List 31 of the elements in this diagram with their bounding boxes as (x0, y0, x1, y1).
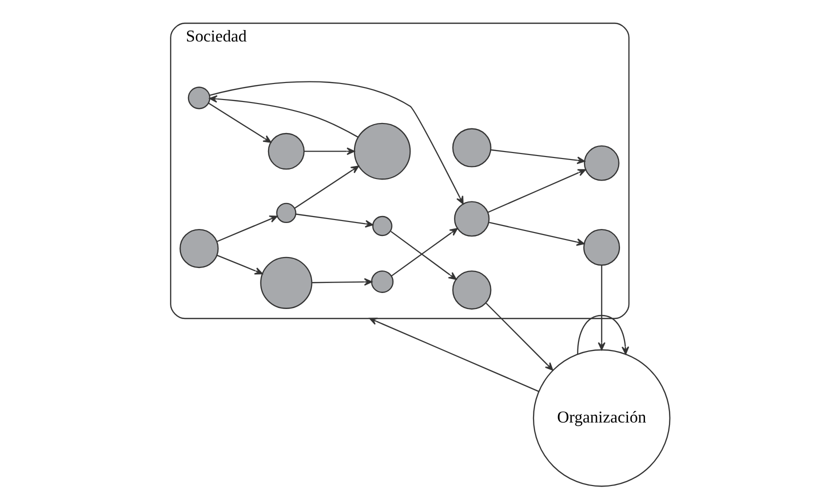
arrow (295, 213, 373, 228)
arrow (208, 94, 358, 138)
node-circle (353, 122, 410, 180)
node-circle (454, 200, 490, 236)
arrow (216, 254, 262, 274)
node-circle (179, 228, 218, 268)
arrow (487, 168, 586, 212)
arrow (208, 80, 464, 204)
node-circle (267, 132, 304, 170)
node-circle: Organización (532, 348, 670, 486)
node-circle (452, 128, 491, 167)
arrow (490, 148, 585, 164)
node-circle (260, 256, 312, 308)
node-circle (276, 202, 296, 223)
node-circle (372, 215, 392, 236)
node-circle (187, 86, 210, 109)
arrow (485, 302, 553, 370)
arrow (597, 264, 605, 350)
arrow (294, 165, 359, 208)
cluster: Sociedad (170, 22, 630, 319)
arrow (576, 314, 629, 354)
arrow (312, 278, 372, 286)
node-circle (583, 144, 619, 180)
arrow (488, 221, 584, 246)
node-circle (370, 270, 394, 292)
node-circle (452, 270, 491, 310)
arrow (368, 317, 538, 392)
arrow (208, 102, 271, 142)
arrow (216, 215, 278, 242)
arrow (304, 147, 354, 155)
node-circle (582, 228, 620, 266)
